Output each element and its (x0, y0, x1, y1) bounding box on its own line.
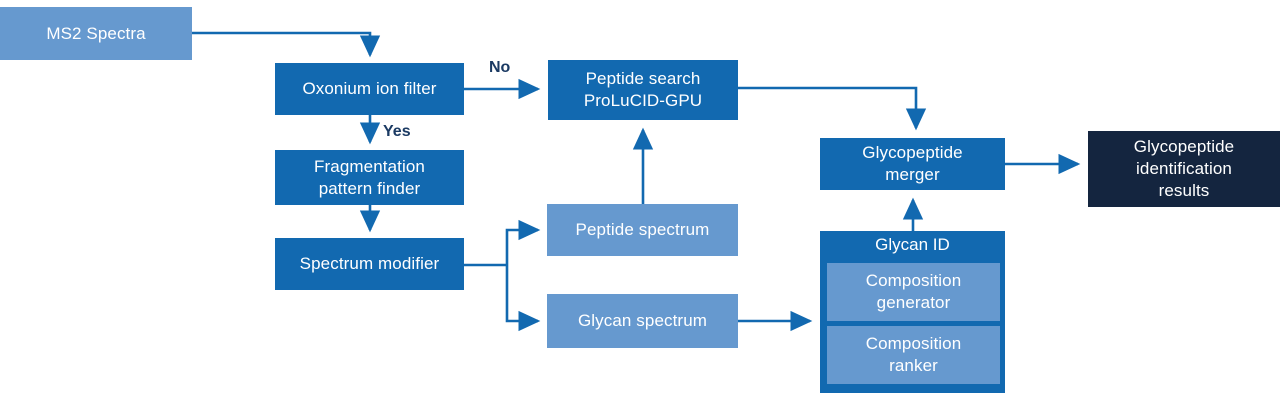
node-glycan-spectrum[interactable]: Glycan spectrum (547, 294, 738, 348)
group-glycan-id-title: Glycan ID (875, 235, 950, 254)
edge-peptide-search-to-merger (738, 86, 927, 131)
edge-label-no: No (489, 59, 511, 76)
node-oxonium-ion-filter[interactable]: Oxonium ion filter (275, 63, 464, 115)
node-composition-ranker[interactable]: Composition ranker (827, 326, 1000, 384)
node-peptide-spectrum[interactable]: Peptide spectrum (547, 204, 738, 256)
edge-spectrum-modifier-split (464, 219, 541, 332)
node-glycopeptide-identification-results[interactable]: Glycopeptide identification results (1088, 131, 1280, 207)
node-glycopeptide-merger[interactable]: Glycopeptide merger (820, 138, 1005, 190)
node-spectrum-modifier[interactable]: Spectrum modifier (275, 238, 464, 290)
node-peptide-search[interactable]: Peptide search ProLuCID-GPU (548, 60, 738, 120)
node-ms2-spectra[interactable]: MS2 Spectra (0, 7, 192, 60)
group-glycan-id[interactable]: Glycan ID Composition generator Composit… (820, 231, 1005, 393)
node-composition-generator[interactable]: Composition generator (827, 263, 1000, 321)
edge-ms2-to-oxonium (192, 31, 381, 58)
edge-label-yes: Yes (383, 123, 411, 140)
node-fragmentation-pattern-finder[interactable]: Fragmentation pattern finder (275, 150, 464, 205)
